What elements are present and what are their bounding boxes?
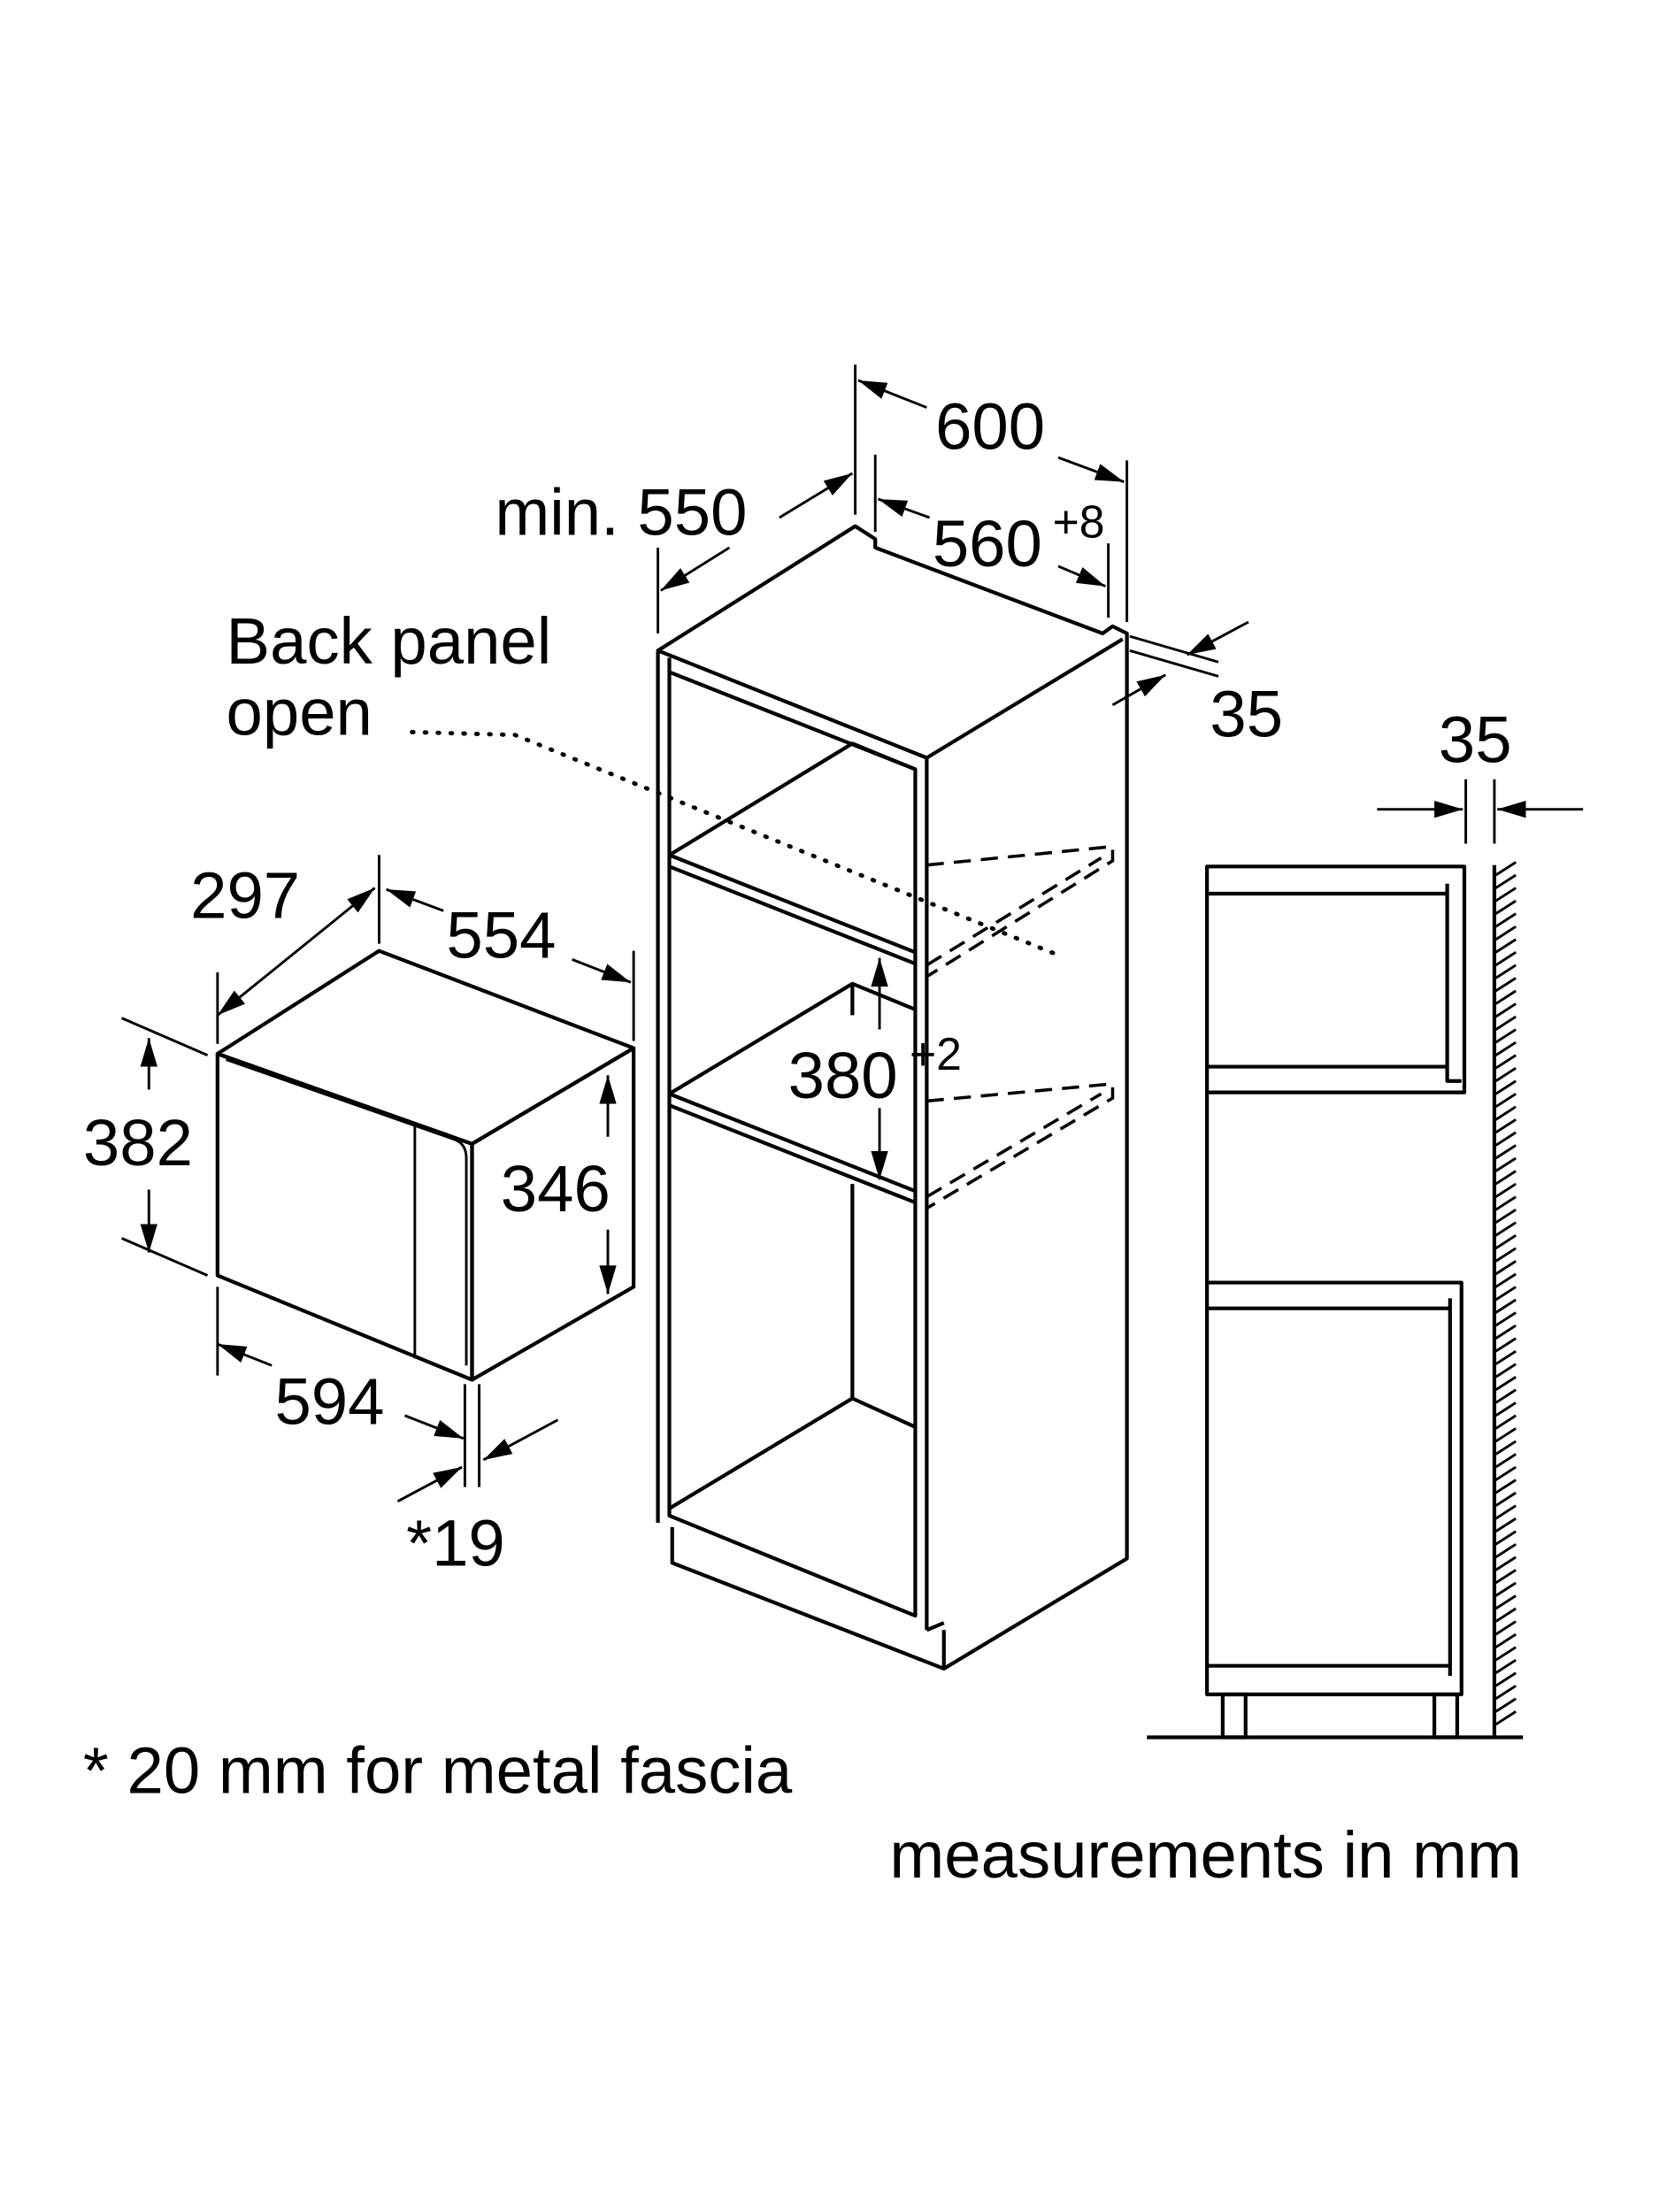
hatch-line bbox=[1494, 1028, 1517, 1044]
hatch-line bbox=[1494, 1079, 1517, 1095]
hatch-line bbox=[1494, 1298, 1517, 1314]
dim-cabinet-min-depth: min. 550 bbox=[495, 475, 747, 549]
hatch-line bbox=[1494, 1646, 1517, 1662]
hatch-line bbox=[1494, 1440, 1517, 1455]
hatch-line bbox=[1494, 964, 1517, 979]
dim-microwave-width-side: 554 bbox=[446, 899, 556, 972]
hatch-line bbox=[1494, 1363, 1517, 1379]
hatch-line bbox=[1494, 1581, 1517, 1597]
hatch-line bbox=[1494, 1465, 1517, 1481]
hatch-line bbox=[1494, 1685, 1517, 1701]
hatch-line bbox=[1494, 989, 1517, 1005]
hatch-line bbox=[1494, 1376, 1517, 1392]
hatch-line bbox=[1494, 1286, 1517, 1302]
back-panel-label-line2: open bbox=[227, 676, 373, 749]
wall-hatching bbox=[1494, 861, 1517, 1726]
cabinet-dimensions bbox=[657, 365, 1249, 1180]
hatch-line bbox=[1494, 925, 1517, 941]
hatch-line bbox=[1494, 1131, 1517, 1147]
hatch-line bbox=[1494, 977, 1517, 993]
hatch-line bbox=[1494, 1530, 1517, 1546]
hatch-line bbox=[1494, 1453, 1517, 1469]
hatch-line bbox=[1494, 1324, 1517, 1340]
hatch-line bbox=[1494, 1170, 1517, 1186]
hatch-line bbox=[1494, 1504, 1517, 1520]
hatch-line bbox=[1494, 1349, 1517, 1365]
hatch-line bbox=[1494, 1569, 1517, 1585]
hatch-line bbox=[1494, 1632, 1517, 1648]
hatch-line bbox=[1494, 1066, 1517, 1082]
dim-microwave-depth: 297 bbox=[190, 858, 300, 932]
hatch-line bbox=[1494, 1607, 1517, 1623]
hatch-line bbox=[1494, 887, 1517, 902]
hatch-line bbox=[1494, 1517, 1517, 1532]
hatch-line bbox=[1494, 861, 1517, 877]
microwave-dimensions bbox=[120, 855, 635, 1503]
dim-niche-height: 380 bbox=[788, 1039, 898, 1112]
hatch-line bbox=[1494, 1105, 1517, 1121]
hatch-line bbox=[1494, 1337, 1517, 1353]
dim-fascia: *19 bbox=[406, 1507, 505, 1580]
hatch-line bbox=[1494, 1041, 1517, 1056]
hatch-line bbox=[1494, 873, 1517, 889]
tall-cabinet-drawing bbox=[410, 524, 1129, 1671]
hatch-line bbox=[1494, 938, 1517, 954]
hatch-line bbox=[1494, 951, 1517, 967]
back-panel-label-line1: Back panel bbox=[227, 604, 552, 678]
dim-cabinet-inner-width-tolerance: +8 bbox=[1053, 496, 1105, 548]
hatch-line bbox=[1494, 1479, 1517, 1494]
hatch-line bbox=[1494, 1208, 1517, 1224]
hatch-line bbox=[1494, 1671, 1517, 1687]
hatch-line bbox=[1494, 899, 1517, 915]
hatch-line bbox=[1494, 1234, 1517, 1250]
hatch-line bbox=[1494, 1427, 1517, 1443]
hatch-line bbox=[1494, 912, 1517, 928]
microwave-drawing bbox=[215, 949, 636, 1382]
hatch-line bbox=[1494, 1272, 1517, 1288]
dim-microwave-height: 382 bbox=[83, 1106, 193, 1179]
dim-microwave-width-front: 594 bbox=[274, 1365, 384, 1439]
hatch-line bbox=[1494, 1182, 1517, 1198]
dim-microwave-inner-height: 346 bbox=[501, 1152, 611, 1225]
hatch-line bbox=[1494, 1543, 1517, 1559]
hatch-line bbox=[1494, 1221, 1517, 1237]
dim-niche-height-tolerance: +2 bbox=[910, 1028, 962, 1079]
hatch-line bbox=[1494, 1658, 1517, 1674]
hatch-line bbox=[1494, 1156, 1517, 1172]
dim-cabinet-width: 600 bbox=[935, 389, 1045, 463]
hatch-line bbox=[1494, 1144, 1517, 1160]
hatch-line bbox=[1494, 1054, 1517, 1070]
side-view-drawing bbox=[1147, 779, 1584, 1740]
hatch-line bbox=[1494, 1555, 1517, 1571]
hatch-line bbox=[1494, 1118, 1517, 1134]
hatch-line bbox=[1494, 1311, 1517, 1327]
hatch-line bbox=[1494, 1710, 1517, 1726]
hatch-line bbox=[1494, 1414, 1517, 1430]
hatch-line bbox=[1494, 1402, 1517, 1417]
hatch-line bbox=[1494, 1594, 1517, 1610]
dim-cabinet-back-gap: 35 bbox=[1210, 677, 1283, 750]
hatch-line bbox=[1494, 1491, 1517, 1507]
hatch-line bbox=[1494, 1388, 1517, 1404]
hatch-line bbox=[1494, 1260, 1517, 1276]
hatch-line bbox=[1494, 1620, 1517, 1636]
hatch-line bbox=[1494, 1195, 1517, 1211]
hatch-line bbox=[1494, 1015, 1517, 1031]
units-note: measurements in mm bbox=[889, 1818, 1522, 1892]
hatch-line bbox=[1494, 1002, 1517, 1018]
hatch-line bbox=[1494, 1093, 1517, 1109]
hatch-line bbox=[1494, 1697, 1517, 1713]
dim-cabinet-inner-width: 560 bbox=[933, 507, 1042, 580]
hatch-line bbox=[1494, 1247, 1517, 1263]
dim-side-gap: 35 bbox=[1439, 703, 1512, 776]
footnote-metal-fascia: * 20 mm for metal fascia bbox=[83, 1734, 793, 1808]
